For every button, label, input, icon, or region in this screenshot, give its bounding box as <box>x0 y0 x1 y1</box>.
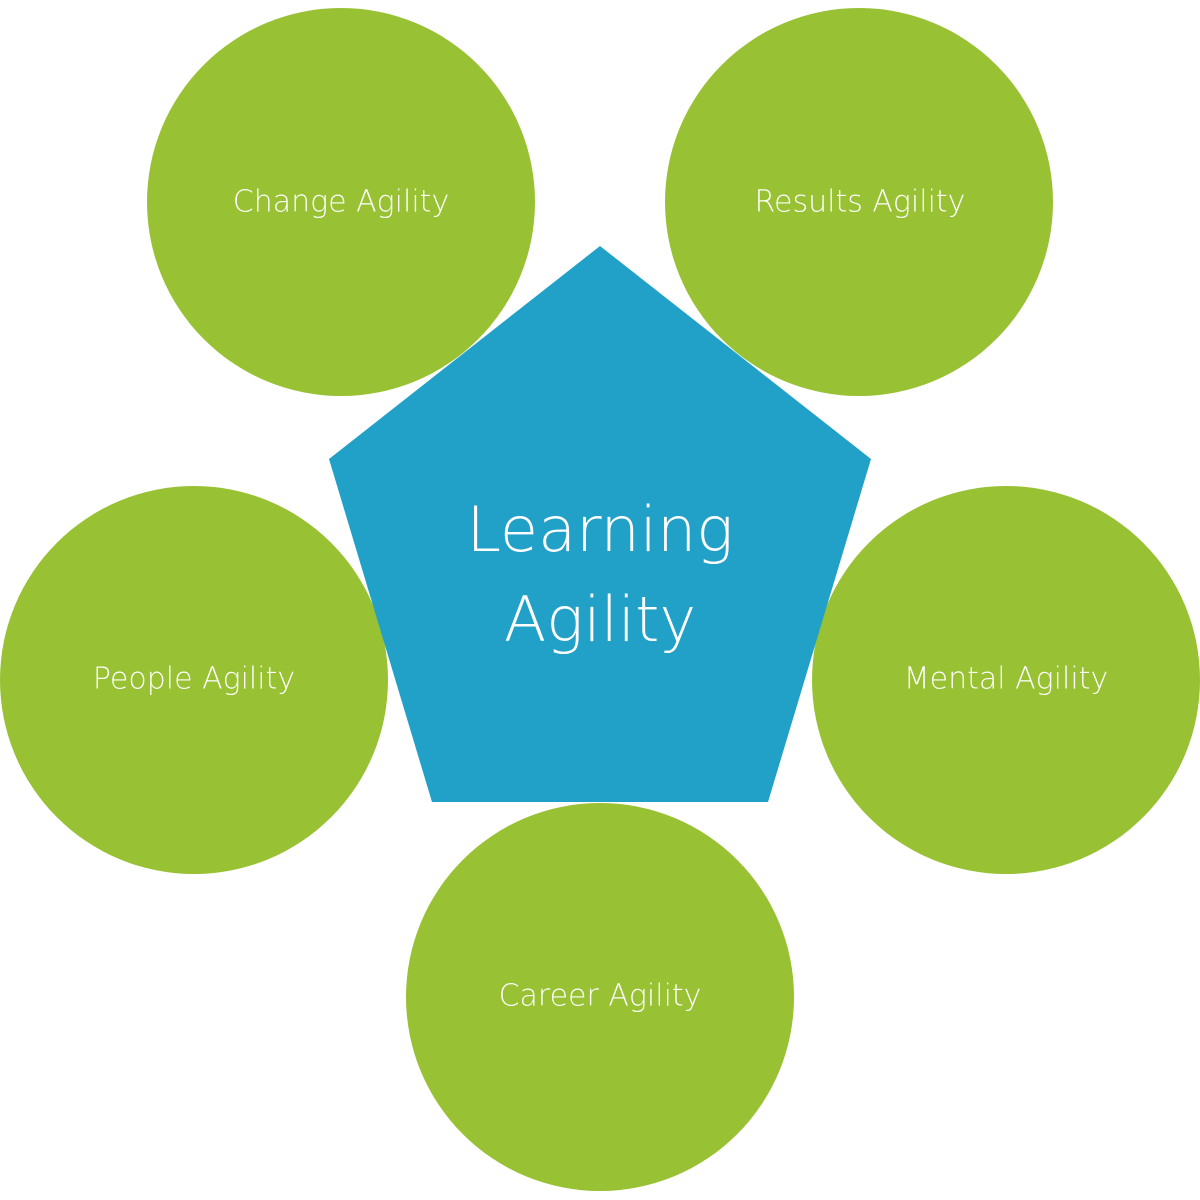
change-agility-circle <box>147 8 535 396</box>
results-agility-circle <box>665 8 1053 396</box>
career-agility-circle <box>406 803 794 1191</box>
center-label-line2: Agility <box>504 583 696 656</box>
center-pentagon <box>329 246 871 802</box>
people-agility-label: People Agility <box>93 662 295 697</box>
mental-agility-label: Mental Agility <box>904 662 1108 697</box>
people-agility-circle <box>0 486 388 874</box>
results-agility-label: Results Agility <box>755 185 966 220</box>
center-label-line1: Learning <box>466 493 733 566</box>
change-agility-label: Change Agility <box>233 185 449 220</box>
mental-agility-circle <box>812 486 1200 874</box>
career-agility-label: Career Agility <box>499 979 702 1014</box>
